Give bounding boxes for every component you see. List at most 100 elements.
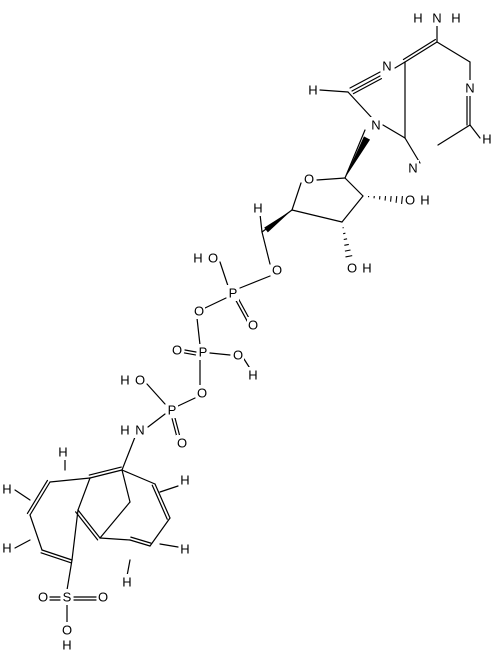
atom-label: O (304, 172, 314, 187)
atom-background (370, 117, 382, 133)
atom-h_c5: H (121, 574, 133, 590)
atom-label: H (413, 11, 422, 26)
atom-n7: N (381, 58, 393, 74)
atom-h_c3: H (179, 541, 191, 557)
atom-pa_ho_h: H (192, 250, 204, 266)
bond-c8-n7 (352, 78, 383, 95)
bond-ring-d (77, 509, 101, 539)
atom-n1: N (464, 80, 476, 96)
bond-pa-oab (204, 297, 227, 309)
atom-label: P (168, 403, 177, 418)
bond-n3-c4 (404, 137, 421, 164)
atom-nh: N (134, 422, 146, 438)
atom-n9: N (370, 117, 382, 133)
bond-oab-pb (196, 317, 201, 346)
bond-h-c3 (159, 543, 179, 548)
atom-background (196, 385, 208, 401)
hash-c2p-oh (401, 195, 403, 205)
atom-label: H (308, 83, 317, 98)
atom-nh2h1: H (412, 10, 424, 26)
bond-c1p-o (316, 177, 346, 181)
atom-background (361, 260, 373, 276)
wedge-c4p (264, 210, 292, 233)
atom-label: O (248, 318, 258, 333)
atom-pg_ho_h: H (119, 372, 131, 388)
bond-h8 (319, 89, 349, 93)
hash-c2p-oh (390, 195, 392, 202)
bond-c5-c4 (404, 41, 438, 63)
atom-h8: H (307, 82, 319, 98)
bond-c2p-c3p (341, 195, 364, 223)
atom-background (450, 10, 462, 26)
atom-background (61, 622, 73, 638)
bond-c5p-o5p (261, 231, 271, 265)
bond-n9-c1p (344, 129, 366, 179)
atom-background (407, 160, 419, 176)
hash-c3p-oh (343, 238, 348, 241)
bond-h-c5 (126, 559, 131, 577)
bond-ring-b (89, 469, 123, 479)
atom-label: N (382, 59, 391, 74)
bond-ring-f (121, 469, 156, 485)
atom-s: S (61, 589, 73, 605)
wedge-c1p (345, 136, 371, 178)
bond-h5 (259, 213, 263, 233)
atom-label: H (62, 638, 71, 653)
bond-pb-o (184, 349, 197, 353)
bond-c8-n7 (351, 75, 381, 92)
atom-label: H (248, 368, 257, 383)
atom-label: H (180, 542, 189, 557)
bond-n9-c4 (382, 124, 406, 139)
atom-label: O (208, 251, 218, 266)
atom-background (404, 192, 416, 208)
bond-ring-n (40, 552, 72, 564)
bond-nh-c (121, 436, 136, 471)
atom-background (271, 262, 283, 278)
atom-h5: H (252, 200, 264, 216)
atom-background (197, 344, 209, 360)
atom-background (179, 541, 191, 557)
atom-pa_o: O (247, 317, 259, 333)
atom-label: H (362, 261, 371, 276)
bond-pb-o (183, 352, 197, 356)
bond-ring-o (71, 509, 79, 561)
atom-background (179, 472, 191, 488)
atom-background (227, 285, 239, 301)
atom-label: H (120, 423, 129, 438)
bond-o-c4p (291, 182, 302, 211)
bond-ring-l (26, 479, 49, 515)
hash-c2p-oh (395, 195, 398, 203)
atom-pb_oh_h: H (247, 367, 259, 383)
bond-pg-o (174, 417, 181, 438)
atom-pb_oh_o: O (232, 347, 244, 363)
bond-c2-n3 (437, 124, 471, 146)
atom-label: H (122, 575, 131, 590)
atom-label: O (135, 373, 145, 388)
atom-background (97, 589, 109, 605)
atom-background (193, 303, 205, 319)
bond-n7-c8 (349, 71, 381, 89)
atom-pb: P (197, 344, 209, 360)
bond-c3p-c4p (291, 209, 343, 223)
atom-ofur: O (303, 171, 315, 187)
atom-label: N (135, 423, 144, 438)
hash-c3p-oh (344, 249, 351, 252)
atom-label: O (197, 386, 207, 401)
atom-oh2h: H (419, 192, 431, 208)
atom-background (464, 80, 476, 96)
atom-background (303, 171, 315, 187)
atom-background (431, 10, 443, 26)
atom-label: P (229, 286, 238, 301)
atom-background (119, 372, 131, 388)
atom-label: H (2, 541, 11, 556)
atom-background (419, 192, 431, 208)
atom-o5: O (271, 262, 283, 278)
atom-label: N (408, 161, 417, 176)
bond-c5-c4 (402, 38, 437, 61)
bond-ring-i (130, 536, 152, 544)
bonds-layer (14, 24, 481, 623)
atom-background (121, 574, 133, 590)
atom-pg_ho_o: O (134, 372, 146, 388)
atom-background (481, 131, 493, 147)
